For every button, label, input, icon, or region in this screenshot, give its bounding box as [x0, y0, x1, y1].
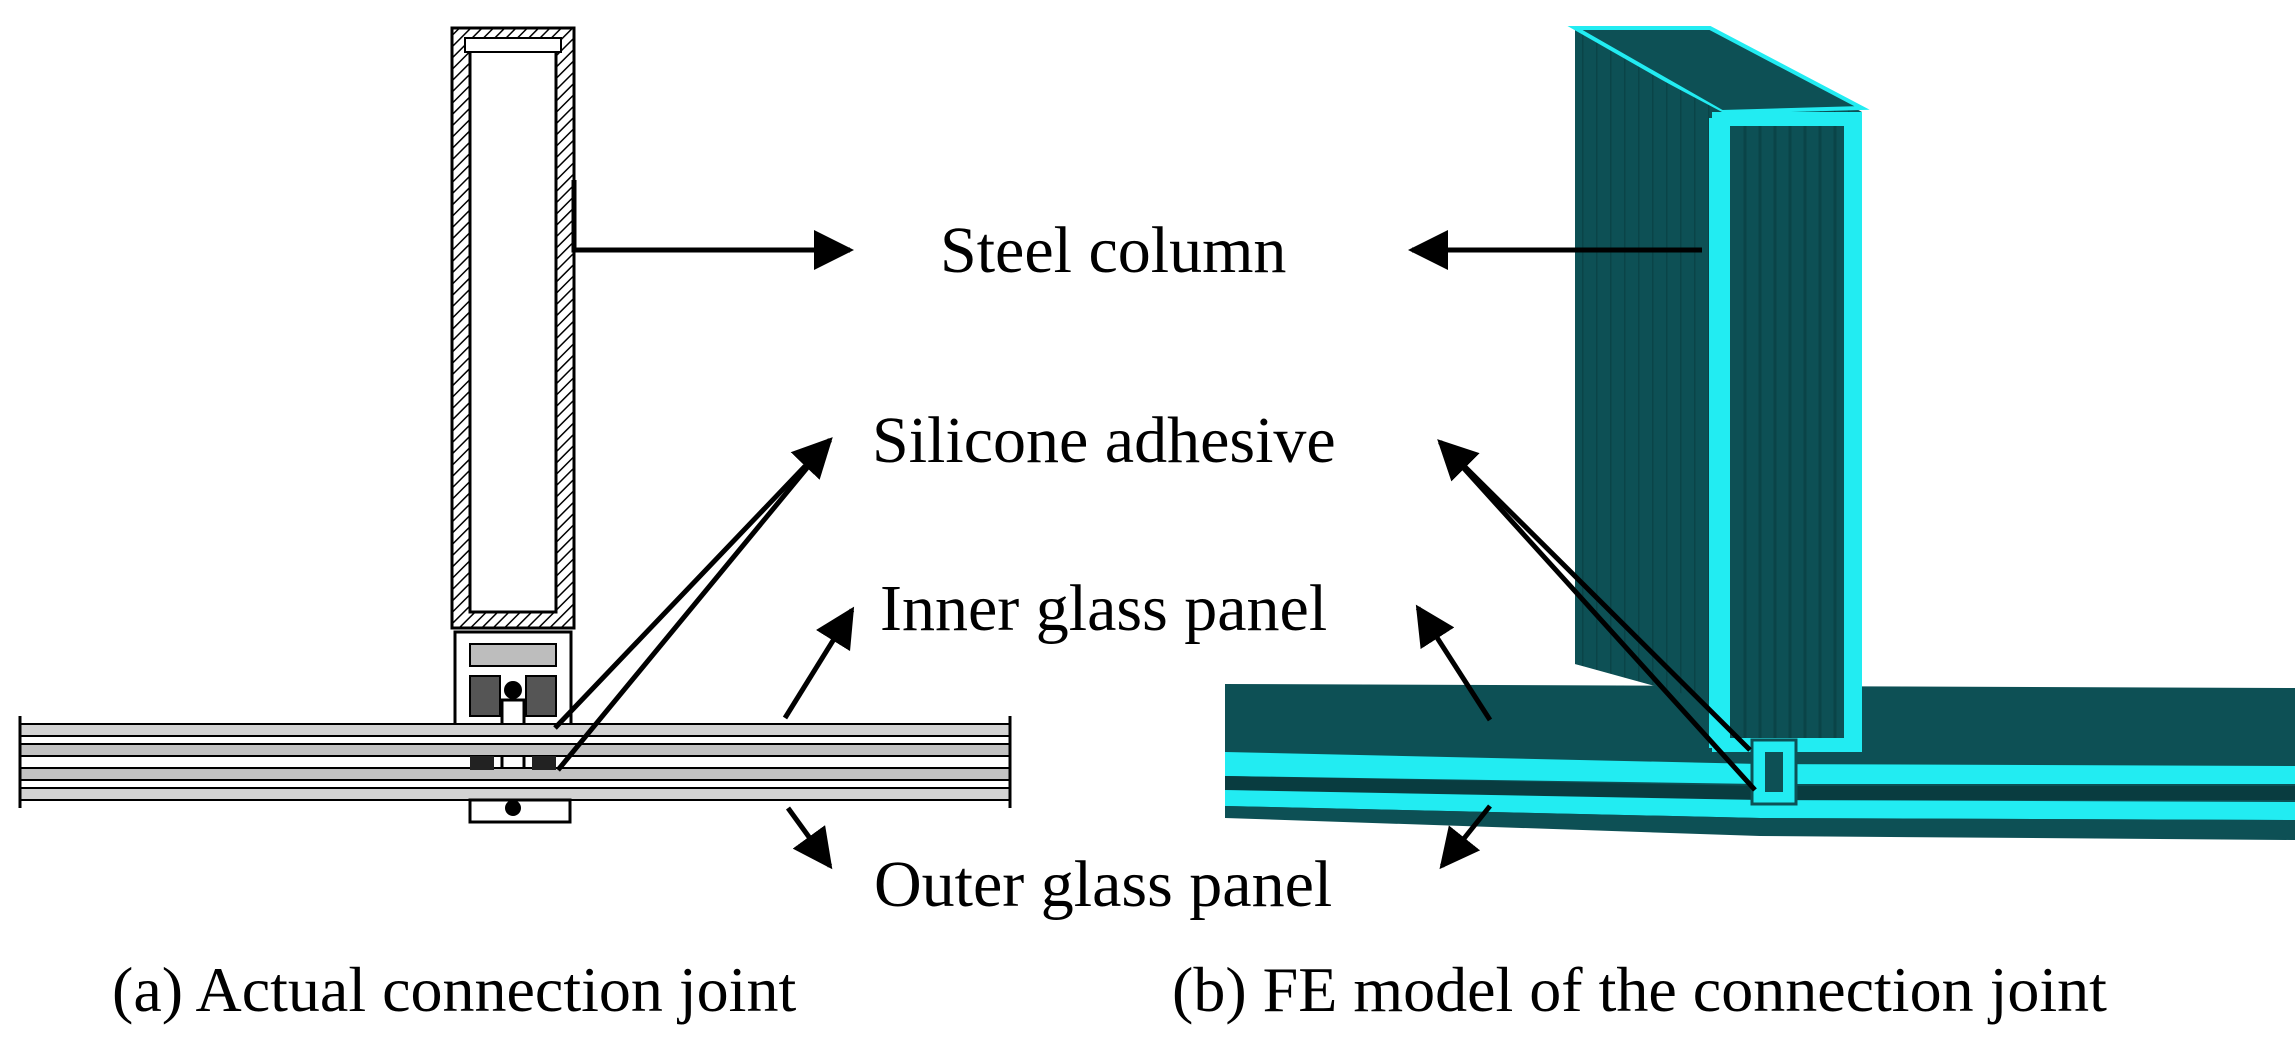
- label-steel-column: Steel column: [940, 214, 1287, 287]
- arrow-silicone-left-1: [553, 437, 833, 730]
- arrow-outer-panel-left: [785, 806, 833, 870]
- arrow-silicone-left-2: [556, 438, 832, 772]
- arrow-inner-panel-left: [782, 606, 855, 720]
- fe-model-drawing: [1225, 26, 2295, 840]
- label-inner-glass-panel: Inner glass panel: [880, 572, 1328, 645]
- fe-column-front-mesh: [1743, 126, 1837, 738]
- fe-column-left-face: [1575, 34, 1722, 700]
- arrow-outer-panel-right: [1439, 804, 1492, 870]
- arrow-inner-panel-right: [1415, 604, 1493, 722]
- silicone-adhesive-block-left: [470, 756, 494, 770]
- actual-joint-drawing: [18, 26, 1012, 824]
- steel-column-hollow: [468, 48, 558, 614]
- glass-panels-section: [18, 716, 1012, 808]
- silicone-adhesive-block-right: [532, 756, 556, 770]
- caption-b: (b) FE model of the connection joint: [1172, 954, 2107, 1025]
- annotation-arrows: [553, 180, 1757, 870]
- label-outer-glass-panel: Outer glass panel: [874, 848, 1333, 921]
- arrow-steel-column-left: [571, 180, 854, 270]
- arrow-silicone-right-2: [1438, 440, 1757, 792]
- label-silicone-adhesive: Silicone adhesive: [872, 404, 1336, 477]
- caption-a: (a) Actual connection joint: [112, 954, 797, 1025]
- arrow-silicone-right-1: [1437, 439, 1752, 752]
